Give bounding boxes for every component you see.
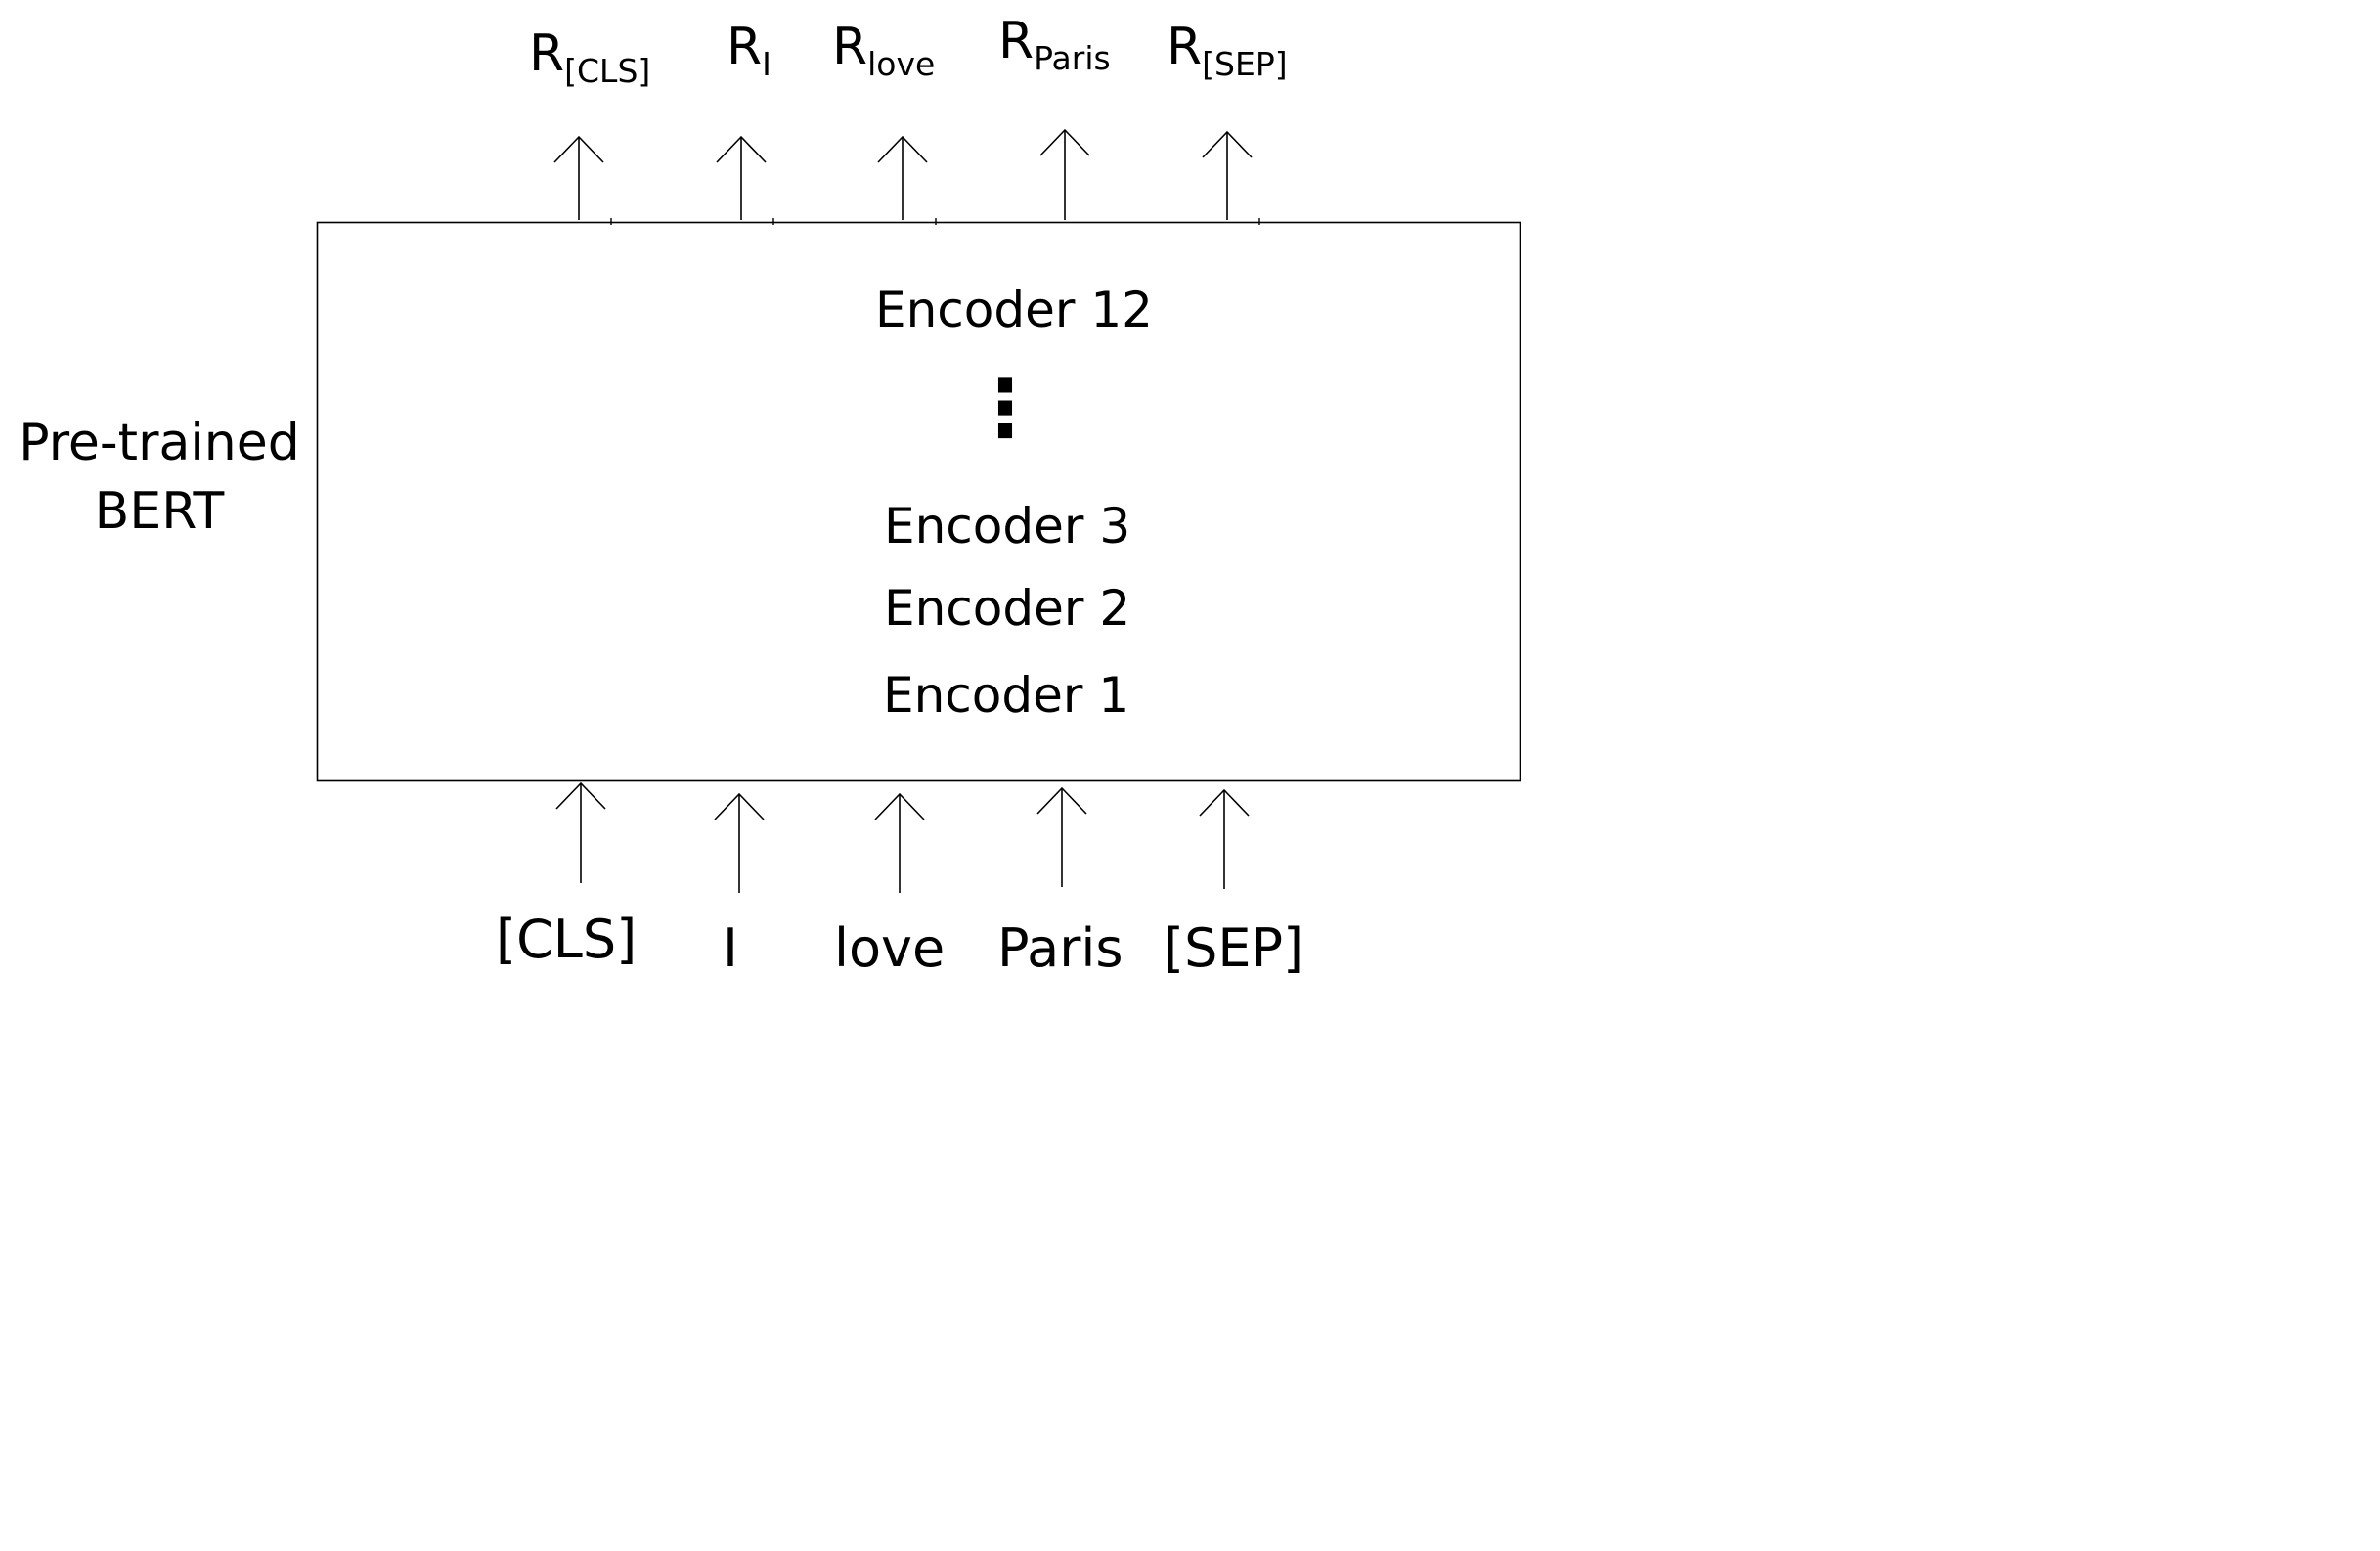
encoder-2-label: Encoder 2 [884,580,1131,637]
input-arrow-cls [555,781,606,883]
output-rep-love: Rlove [832,18,936,83]
output-rep-sep: R[SEP] [1167,18,1288,83]
input-token-paris: Paris [997,917,1124,979]
input-arrow-sep [1199,788,1250,889]
output-arrow-i [716,135,767,220]
input-token-love: love [834,917,946,979]
output-arrow-love [877,135,928,220]
input-token-sep: [SEP] [1164,917,1304,979]
output-arrow-sep [1202,130,1253,220]
output-rep-paris: RParis [998,12,1111,77]
input-token-i: I [723,917,738,979]
output-rep-cls: R[CLS] [529,24,651,90]
output-arrow-paris [1039,128,1090,220]
input-arrow-i [714,792,765,893]
input-arrow-paris [1036,786,1087,887]
encoder-1-label: Encoder 1 [883,667,1130,724]
encoder-3-label: Encoder 3 [884,498,1131,554]
model-label-line2: BERT [94,482,225,541]
encoder-ellipsis: ⋮ [966,363,1044,454]
bert-box [316,221,1521,782]
output-rep-i: RI [727,18,771,83]
input-token-cls: [CLS] [496,908,638,970]
bert-diagram [316,128,1521,893]
input-arrow-love [874,792,925,893]
output-arrow-cls [553,135,604,220]
encoder-12-label: Encoder 12 [875,282,1153,338]
model-label-line1: Pre-trained [19,414,300,472]
